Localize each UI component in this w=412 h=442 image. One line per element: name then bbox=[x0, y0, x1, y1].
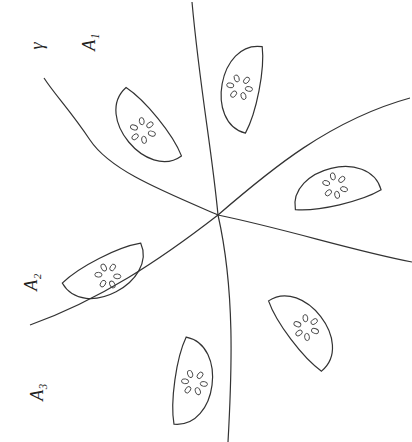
ray bbox=[218, 215, 231, 442]
petal bbox=[101, 84, 186, 176]
petal bbox=[264, 281, 347, 374]
region-label: A₂ bbox=[21, 273, 39, 290]
petal bbox=[214, 41, 268, 135]
petal bbox=[169, 336, 218, 428]
ray-gamma bbox=[44, 78, 218, 215]
petal bbox=[288, 158, 382, 214]
ray bbox=[30, 215, 218, 325]
ray bbox=[192, 2, 218, 215]
region-label: A₃ bbox=[27, 383, 45, 400]
region-label: A₁ bbox=[79, 33, 97, 50]
ray bbox=[218, 98, 410, 215]
ray bbox=[218, 215, 412, 262]
petal bbox=[60, 238, 155, 311]
petals bbox=[60, 41, 382, 429]
curves bbox=[30, 2, 412, 442]
curve-label: γ bbox=[27, 42, 45, 49]
